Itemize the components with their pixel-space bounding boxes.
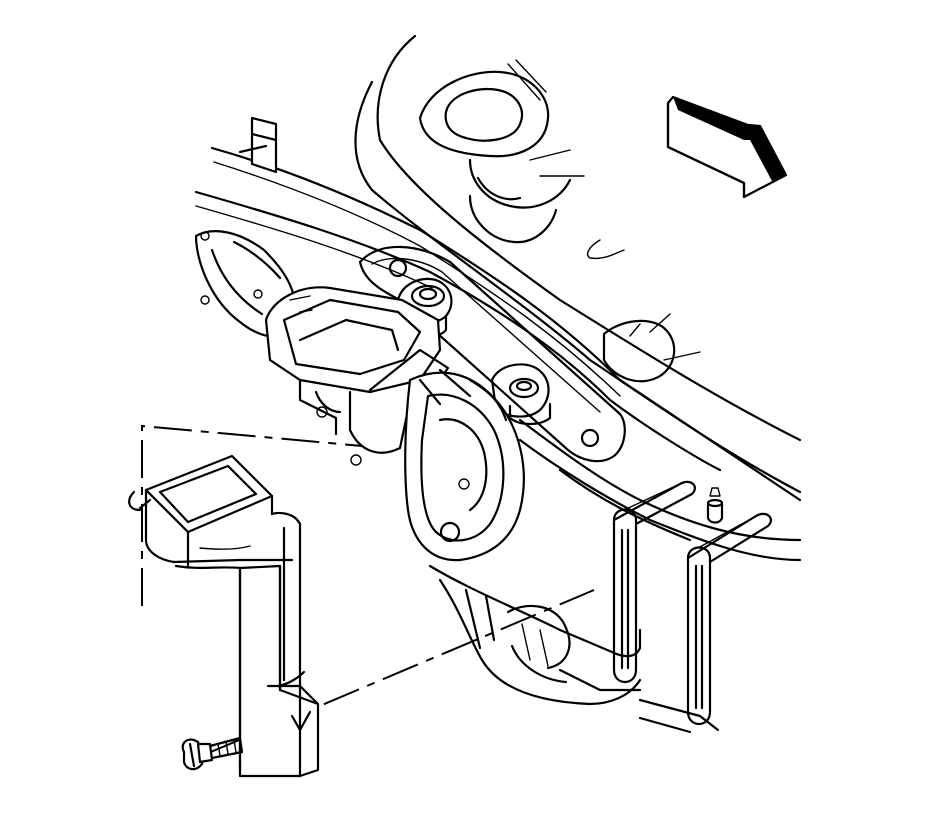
right-suspension-mount [602, 313, 701, 383]
frame-crossmember [358, 245, 626, 463]
frame-lower-casting [404, 368, 525, 562]
upper-suspension-mount [418, 59, 625, 260]
frame-side-rails [518, 418, 802, 562]
direction-arrow-icon [666, 95, 788, 199]
frame-stud [706, 487, 724, 524]
frame-pin [238, 116, 278, 174]
frame-rail-lower [428, 564, 720, 734]
mounting-bracket [128, 454, 320, 778]
frame-rail-upper [194, 34, 802, 502]
rail-loop-bracket-right [686, 512, 772, 726]
rail-loop-bracket-left [612, 480, 696, 684]
bracket-bolt [181, 736, 244, 771]
